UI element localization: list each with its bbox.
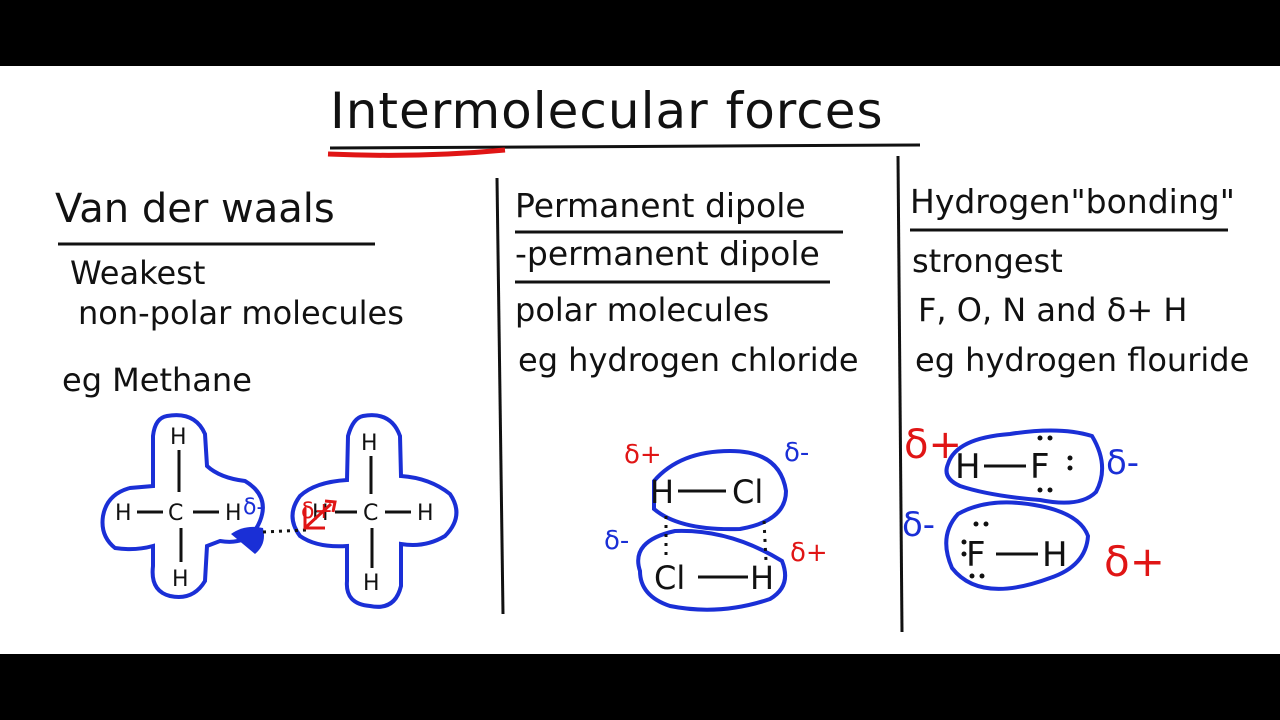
charge-hf2-delta-minus: δ- (902, 505, 935, 545)
hf-outline-1 (944, 428, 1104, 505)
charge-hf1-delta-minus: δ- (1106, 443, 1139, 483)
column-divider-2 (896, 155, 904, 633)
charge-cl1-delta-minus: δ- (784, 438, 809, 468)
example-methane: eg Methane (62, 361, 252, 399)
text-fon-h: F, O, N and δ+ H (918, 291, 1188, 329)
methane-diagram: H H C H H H H C H H δ- δ+ (100, 413, 459, 609)
heading-hydrogen-bonding: Hydrogen"bonding" (910, 182, 1235, 221)
methane-outline-1 (100, 413, 265, 599)
hf-diagram: H F F H δ+ δ- δ- δ+ (902, 422, 1165, 591)
charge-cl2-delta-minus: δ- (604, 526, 629, 556)
charge-hf1-delta-plus: δ+ (904, 422, 962, 468)
column-divider-1 (495, 177, 505, 615)
hcl-diagram: H Cl Cl H δ+ δ- δ- δ+ (604, 438, 828, 612)
board-lines (58, 143, 1228, 633)
heading-permanent-dipole-2: -permanent dipole (515, 234, 820, 273)
heading-permanent-dipole: Permanent dipole (515, 186, 806, 225)
atom-h-bottom-1: H (172, 567, 189, 592)
atom-h-hf2: H (1042, 535, 1068, 575)
atom-h-bottom-2: H (363, 571, 380, 596)
methane-outline-2 (290, 413, 459, 609)
text-strongest: strongest (912, 242, 1063, 280)
title-red-underline (327, 147, 506, 158)
atom-h-right-2: H (417, 501, 434, 526)
text-non-polar: non-polar molecules (78, 294, 404, 332)
heading-van-der-waals: Van der waals (55, 186, 335, 232)
charge-delta-minus: δ- (243, 495, 264, 520)
charge-h1-delta-plus: δ+ (624, 440, 662, 470)
electron-cloud-shift (231, 526, 264, 554)
dipole-dotted-line-2 (762, 520, 768, 562)
atom-f-hf1: F (1030, 447, 1050, 487)
atom-c-1: C (168, 501, 183, 526)
hf-outline-2 (944, 500, 1091, 591)
charge-delta-plus: δ+ (301, 499, 333, 524)
atom-cl-2: Cl (654, 559, 685, 597)
lone-pairs (961, 435, 1073, 579)
atom-f-hf2: F (966, 535, 986, 575)
atom-h-hf1: H (955, 447, 981, 487)
atom-h-top-1: H (170, 425, 187, 450)
title-underline (329, 143, 921, 150)
induced-arrow (303, 502, 333, 530)
page-title: Intermolecular forces (330, 82, 884, 140)
hcl-outline-2 (636, 528, 787, 612)
atom-h-2: H (750, 559, 774, 597)
example-hydrogen-flouride: eg hydrogen flouride (915, 341, 1250, 379)
atom-h-1: H (650, 473, 674, 511)
induced-dipole-dotted-line (262, 528, 308, 534)
atom-h-left-1: H (115, 501, 132, 526)
charge-hf2-delta-plus: δ+ (1104, 537, 1165, 586)
text-weakest: Weakest (70, 254, 206, 292)
example-hydrogen-chloride: eg hydrogen chloride (518, 341, 859, 379)
atom-c-2: C (363, 501, 378, 526)
whiteboard: Intermolecular forces Van der waals Weak… (0, 66, 1280, 654)
text-polar-molecules: polar molecules (515, 291, 770, 329)
hcl-outline-1 (652, 448, 789, 532)
atom-h-right-1: H (225, 501, 242, 526)
atom-h-top-2: H (361, 431, 378, 456)
atom-cl-1: Cl (732, 473, 763, 511)
charge-h2-delta-plus: δ+ (790, 538, 828, 568)
